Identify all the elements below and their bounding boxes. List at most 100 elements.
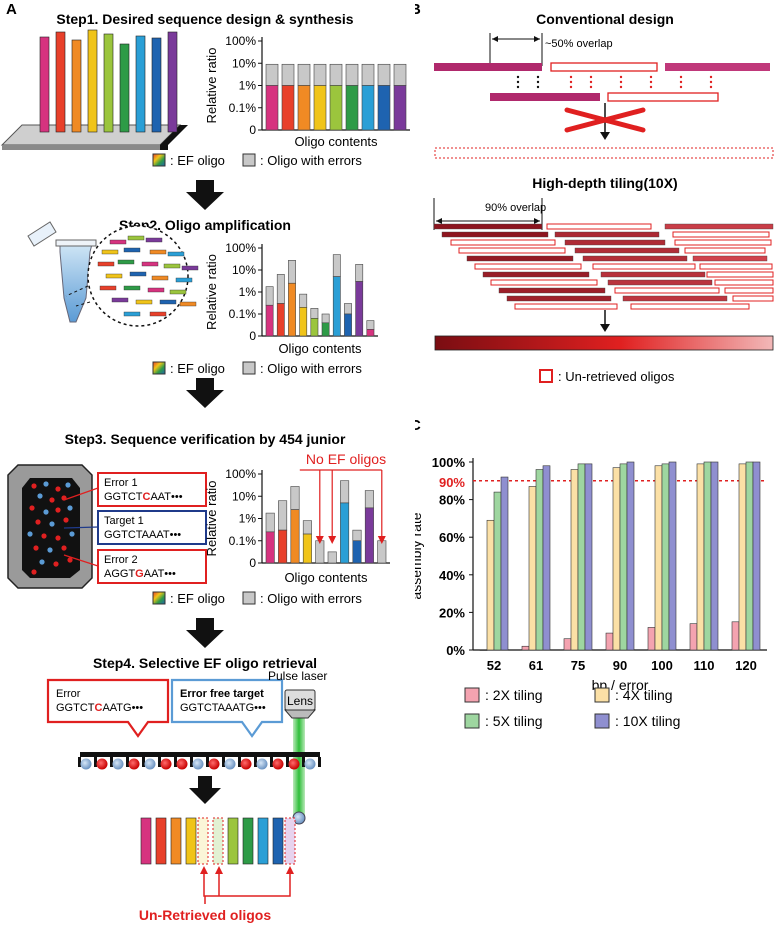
plate-divider (318, 757, 321, 767)
oligo-bar (506, 295, 612, 302)
alignment-dot (589, 75, 593, 79)
error-oligo-legend-swatch (242, 361, 256, 375)
assembly-rate-bar (626, 461, 635, 651)
annotation-arrowhead (328, 536, 337, 544)
ef-oligo-bar (366, 329, 375, 337)
error-oligo-legend-swatch (242, 591, 256, 605)
step1-legend: : EF oligo : Oligo with errors (152, 153, 362, 168)
retrieved-oligo (140, 817, 152, 865)
assembly-rate-bar (577, 463, 586, 651)
oligo-fragment (101, 249, 119, 255)
unretrieved-oligo (284, 817, 296, 865)
unretrieved-oligo-bar (706, 271, 774, 278)
target1-title: Target 1 (104, 515, 144, 527)
retrieved-oligo (272, 817, 284, 865)
ef-oligo-bar (265, 304, 274, 337)
oligo-fragment (179, 301, 197, 307)
assembly-rate-bar (584, 463, 593, 651)
assembly-rate-bar (500, 476, 509, 651)
oligo-bar (692, 255, 768, 262)
y-tick-label: 0.1% (229, 101, 257, 115)
error-free-callout-title: Error free target (180, 688, 264, 700)
ef-oligo-bar (265, 531, 275, 564)
oligo-fragment (145, 237, 163, 243)
x-tick-label: 120 (735, 658, 757, 673)
ef-oligo-bar (377, 85, 391, 131)
y-tick-label: 0 (249, 556, 256, 570)
oligo-fragment (175, 277, 193, 283)
assembly-rate-bar (696, 463, 705, 651)
y-axis-label: assembly rate (415, 512, 424, 599)
ef-oligo-bar (345, 85, 359, 131)
error-oligo-bar (366, 320, 375, 330)
oligo-fragment (111, 297, 129, 303)
retrieved-oligo (227, 817, 239, 865)
error-oligo-bar (352, 529, 362, 542)
amplified-oligo-fragments (97, 235, 199, 317)
error-oligo-bar (302, 520, 312, 535)
unretrieved-legend-swatch (539, 369, 553, 383)
sequencing-bead (49, 497, 55, 503)
oligo-fragment (147, 287, 165, 293)
step3-title: Step3. Sequence verification by 454 juni… (65, 431, 346, 447)
assembly-rate-bar (570, 469, 579, 651)
x-tick-label: 110 (694, 658, 715, 673)
sequencing-bead (37, 493, 43, 499)
oligo-bar (466, 255, 574, 262)
error-oligo-bar (313, 63, 327, 86)
assembly-rate-bar (710, 461, 719, 651)
error-oligo-legend-swatch (242, 153, 256, 167)
plate-divider (222, 757, 225, 767)
bead (208, 758, 220, 770)
y-tick-label: 1% (239, 79, 257, 93)
overlap-90-label: 90% overlap (485, 202, 546, 214)
assembly-rate-bar (661, 463, 670, 651)
bead (224, 758, 236, 770)
y-tick-label: 100% (225, 241, 256, 255)
y-tick-label: 40% (439, 568, 465, 583)
sequencing-bead (27, 531, 33, 537)
error-free-callout: Error free target GGTCTAAATG••• (170, 678, 284, 738)
alignment-dot (536, 80, 540, 84)
x-tick-label: 75 (571, 658, 585, 673)
oligo-pillar (167, 31, 178, 133)
panel-a: A Step1. Desired sequence design & synth… (0, 1, 410, 923)
down-arrow-icon (186, 618, 224, 648)
error-oligo-bar (327, 551, 337, 564)
oligo-bar (564, 239, 666, 246)
y-tick-label: 10% (232, 263, 256, 277)
conventional-design-title: Conventional design (536, 11, 674, 27)
y-tick-label: 10% (232, 56, 256, 70)
sequencing-bead (47, 547, 53, 553)
ef-oligo-bar (302, 533, 312, 564)
alignment-dot (709, 75, 713, 79)
x-tick-label: 61 (529, 658, 543, 673)
tiling-legend-label: : 2X tiling (485, 687, 543, 703)
error-oligo-bar (332, 254, 341, 277)
ef-oligo-bar (299, 307, 308, 337)
oligo-fragment (135, 299, 153, 305)
error-oligo-legend-label: : Oligo with errors (260, 591, 362, 606)
target1-sequence: GGTCTAAAT••• (104, 529, 181, 541)
step3-legend: : EF oligo : Oligo with errors (152, 591, 362, 606)
assembly-rate-bar (542, 465, 551, 651)
step4-title: Step4. Selective EF oligo retrieval (93, 655, 317, 671)
tiling-legend-swatch (464, 713, 480, 729)
y-tick-label: 100% (432, 455, 466, 470)
oligo-fragment (141, 261, 159, 267)
error-oligo-bar (281, 63, 295, 86)
sequencing-bead (61, 545, 67, 551)
alignment-dot (536, 85, 540, 89)
error-oligo-legend-label: : Oligo with errors (260, 361, 362, 376)
unretrieved-oligo-bar (607, 92, 719, 102)
tiling-legend-swatch (594, 687, 610, 703)
error-oligo-bar (329, 63, 343, 86)
error-oligo-legend-label: : Oligo with errors (260, 153, 362, 168)
alignment-dot (709, 80, 713, 84)
synthesized-oligo-pillars (39, 29, 178, 133)
sequencing-bead (39, 559, 45, 565)
down-arrow-icon (600, 324, 610, 332)
unretrieved-oligo-bar (672, 231, 770, 238)
oligo-bar (498, 287, 606, 294)
